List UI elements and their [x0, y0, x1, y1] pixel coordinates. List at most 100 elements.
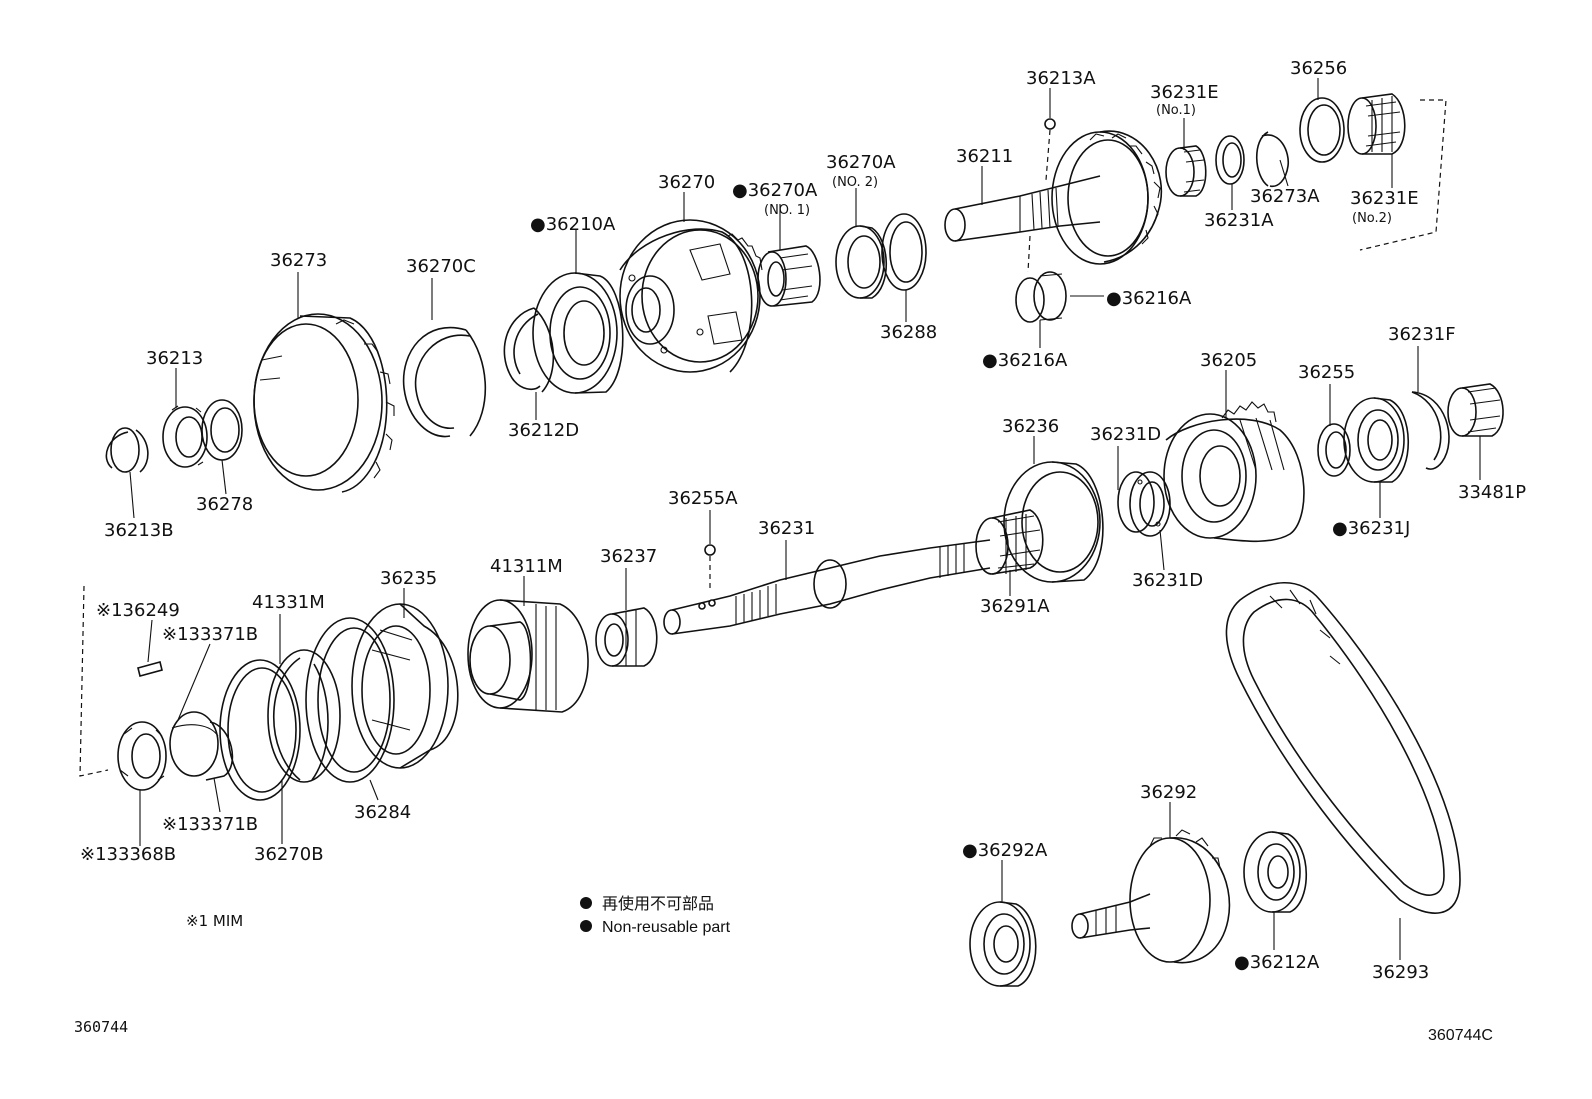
planet-carrier-36270	[619, 219, 763, 373]
dashed-boundary-left	[79, 585, 109, 777]
needle-bearing-36291A	[975, 509, 1044, 575]
label-36231E-no2: 36231E	[1350, 188, 1419, 209]
label-36236: 36236	[1002, 416, 1059, 437]
label-36216A-left: ●36216A	[982, 350, 1068, 371]
label-36270A-no1: ●36270A	[732, 180, 818, 201]
chain-36293	[1225, 581, 1461, 914]
label-36270: 36270	[658, 172, 715, 193]
label-36231D-top: 36231D	[1090, 424, 1161, 445]
drum-36273	[253, 313, 395, 493]
snap-ring-36212D	[503, 307, 555, 393]
part-labels: 36213A 36231E (No.1) 36256 36211 36273A …	[80, 58, 1526, 983]
leader-lines	[129, 78, 1481, 960]
bearing-36292A	[969, 901, 1037, 987]
snap-ring-36231F	[1411, 391, 1450, 470]
snap-ring-36270B	[267, 649, 341, 783]
figure-code-left: 360744	[74, 1018, 128, 1036]
label-36231E-no1: 36231E	[1150, 82, 1219, 103]
label-36288: 36288	[880, 322, 937, 343]
label-36270A-no1-sub: (NO. 1)	[764, 203, 810, 218]
snap-ring-36213B	[105, 427, 149, 473]
ring-36213	[162, 405, 208, 468]
race-36270A-no2	[835, 225, 888, 299]
sun-gear-shaft-36211	[944, 130, 1163, 265]
label-36270B: 36270B	[254, 844, 324, 865]
label-36231J: ●36231J	[1332, 518, 1410, 539]
plates-36231D	[1117, 471, 1171, 537]
ring-36255	[1317, 423, 1351, 477]
label-36213A: 36213A	[1026, 68, 1096, 89]
ball-36255A	[704, 544, 716, 592]
mim-note: ※1 MIM	[186, 912, 243, 930]
ball-36213A	[1027, 118, 1056, 273]
nut-33368B	[117, 721, 167, 791]
label-36284: 36284	[354, 802, 411, 823]
legend-dot-jp	[580, 897, 592, 909]
gear-36205	[1163, 401, 1305, 543]
label-36212A: ●36212A	[1234, 952, 1320, 973]
legend-en: Non-reusable part	[602, 919, 731, 936]
needle-bearing-36231E-no2	[1347, 93, 1406, 155]
label-36270A-no2-sub: (NO. 2)	[832, 175, 878, 190]
label-36210A: ●36210A	[530, 214, 616, 235]
needle-bearing-36231E-no1	[1165, 145, 1207, 197]
label-36255A: 36255A	[668, 488, 738, 509]
label-36213: 36213	[146, 348, 203, 369]
bearing-36212A	[1243, 831, 1307, 913]
bearing-36210A	[532, 272, 624, 394]
label-41331M: 41331M	[252, 592, 325, 613]
drum-36236	[1003, 461, 1104, 583]
label-36270A-no2: 36270A	[826, 152, 896, 173]
snap-ring-36270C	[402, 326, 487, 438]
snap-ring-36273A	[1256, 131, 1289, 188]
gear-41311M	[467, 599, 589, 713]
label-36231F: 36231F	[1388, 324, 1456, 345]
label-36231E-no1-sub: (No.1)	[1156, 103, 1196, 118]
needle-bearing-36237	[595, 607, 658, 667]
label-33481P: 33481P	[1458, 482, 1526, 503]
needle-bearing-33481P	[1447, 383, 1504, 437]
label-41311M: 41311M	[490, 556, 563, 577]
label-33371B-bottom: ※133371B	[162, 814, 258, 835]
label-36249: ※136249	[96, 600, 180, 621]
ring-36231A	[1215, 135, 1245, 185]
label-36273: 36273	[270, 250, 327, 271]
label-33371B-top: ※133371B	[162, 624, 258, 645]
label-36291A: 36291A	[980, 596, 1050, 617]
thrust-washer-36288	[881, 213, 927, 291]
label-36292: 36292	[1140, 782, 1197, 803]
washer-36278	[201, 399, 243, 461]
needle-bearing-36270A-no1	[757, 245, 821, 307]
label-36255: 36255	[1298, 362, 1355, 383]
label-36273A: 36273A	[1250, 186, 1320, 207]
ring-41331M	[219, 659, 301, 801]
part-drawings	[79, 93, 1504, 987]
label-36270C: 36270C	[406, 256, 476, 277]
label-36231D-bottom: 36231D	[1132, 570, 1203, 591]
label-33368B: ※133368B	[80, 844, 176, 865]
label-36235: 36235	[380, 568, 437, 589]
legend-jp: 再使用不可部品	[602, 895, 714, 913]
label-36231: 36231	[758, 518, 815, 539]
legend-dot-en	[580, 920, 592, 932]
label-36231A: 36231A	[1204, 210, 1274, 231]
label-36212D: 36212D	[508, 420, 579, 441]
dashed-boundary-top	[1359, 99, 1447, 251]
label-36256: 36256	[1290, 58, 1347, 79]
label-36231E-no2-sub: (No.2)	[1352, 211, 1392, 226]
label-36293: 36293	[1372, 962, 1429, 983]
label-36278: 36278	[196, 494, 253, 515]
drum-36235	[351, 603, 459, 769]
label-36237: 36237	[600, 546, 657, 567]
label-36213B: 36213B	[104, 520, 174, 541]
label-36292A: ●36292A	[962, 840, 1048, 861]
rings-36216A	[1015, 271, 1104, 323]
rings-36284	[305, 617, 395, 783]
figure-code-right: 360744C	[1428, 1027, 1493, 1044]
bearing-36231J	[1343, 397, 1409, 483]
label-36211: 36211	[956, 146, 1013, 167]
key-36249	[137, 661, 163, 677]
ring-36256	[1299, 97, 1345, 163]
gear-shaft-36292	[1071, 829, 1231, 964]
